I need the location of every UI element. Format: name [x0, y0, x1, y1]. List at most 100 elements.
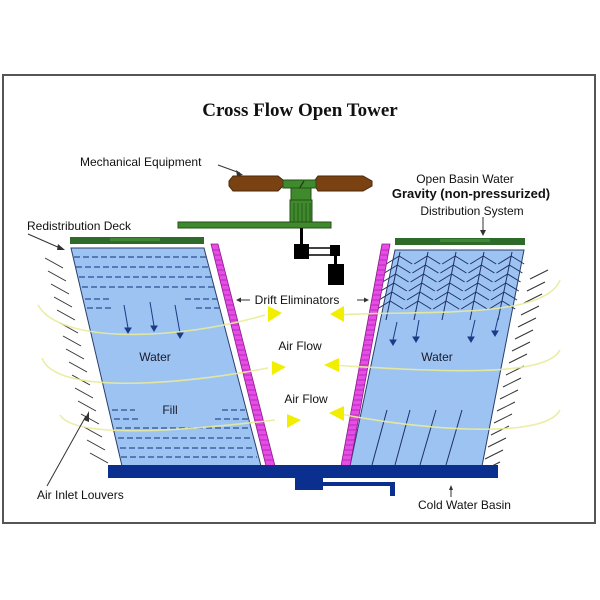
chevron-stroke: [510, 255, 525, 265]
chevron-stroke: [492, 282, 507, 292]
chevron-stroke: [477, 282, 492, 292]
louver-slat: [526, 281, 546, 292]
louver-slat: [74, 387, 94, 399]
chevron-stroke: [389, 300, 404, 310]
chevron-stroke: [436, 282, 451, 292]
louver-slat: [86, 439, 106, 451]
redistribution-deck-pointer: [27, 233, 61, 249]
chevron-stroke: [460, 300, 475, 310]
louver-slat: [47, 270, 67, 282]
outlet-pipe: [323, 482, 394, 486]
support-beam: [177, 221, 332, 229]
water-drop-arrows-right: [389, 317, 499, 346]
chevron-stroke: [494, 273, 508, 283]
chevron-fill-pattern: [376, 251, 525, 321]
chevron-stroke: [449, 282, 464, 292]
louver-slat: [520, 305, 540, 316]
chevron-stroke: [406, 291, 421, 301]
coupling-box-left: [294, 244, 309, 259]
louver-slat: [508, 353, 528, 364]
chevron-stroke: [464, 282, 479, 292]
cold-water-basin-label: Cold Water Basin: [418, 498, 511, 512]
fan-blade-right: [314, 175, 373, 192]
louver-slat: [65, 348, 85, 360]
chevron-stroke: [385, 255, 400, 265]
drift-eliminator-left-ridges: [212, 249, 274, 461]
deck-highlight-left: [110, 238, 160, 241]
airflow-arrow-right-3: [287, 414, 301, 428]
gravity-label: Gravity (non-pressurized): [392, 186, 550, 201]
louver-slat: [514, 329, 534, 340]
chevron-stroke: [507, 273, 521, 283]
chevron-stroke: [413, 255, 428, 265]
water-label-right: Water: [421, 350, 453, 364]
distribution-system-pointer-head: [480, 230, 486, 236]
airflow-stream-right-1: [334, 279, 561, 316]
fan-blade-left: [228, 175, 284, 192]
motor-fins: [293, 203, 311, 222]
chevron-stroke: [441, 255, 456, 265]
airflow-stream-left-3: [59, 414, 276, 432]
airflow-arrow-left-3: [329, 406, 344, 421]
fill-lines-right-bottom: [371, 409, 463, 466]
chevron-stroke: [426, 255, 441, 265]
chevron-stroke: [468, 264, 482, 274]
chevron-spine: [385, 251, 401, 321]
chevron-stroke: [380, 282, 395, 292]
open-basin-water-label: Open Basin Water: [416, 172, 514, 186]
chevron-stroke: [419, 291, 434, 301]
airflow-arrow-left-1: [330, 306, 344, 322]
mechanical-equipment: [177, 175, 373, 285]
airflow-arrow-right-2: [272, 361, 286, 375]
chevron-stroke: [490, 291, 505, 301]
chevron-stroke: [376, 300, 391, 310]
chevron-stroke: [440, 264, 454, 274]
chevron-stroke: [469, 255, 484, 265]
chevron-stroke: [488, 300, 503, 310]
louver-slat: [496, 401, 516, 412]
air-inlet-louvers-pointer: [46, 415, 87, 487]
louver-slat: [502, 377, 522, 388]
chevron-stroke: [497, 255, 512, 265]
chevron-stroke: [432, 300, 447, 310]
chevron-stroke: [408, 282, 423, 292]
fill-label-left: Fill: [162, 403, 177, 417]
chevron-stroke: [423, 273, 437, 283]
chevron-stroke: [391, 291, 406, 301]
redistribution-deck-label: Redistribution Deck: [27, 219, 132, 233]
chevron-stroke: [421, 282, 436, 292]
air-inlet-louvers-left: [44, 257, 109, 464]
chevron-stroke: [404, 300, 419, 310]
louver-slat: [89, 452, 109, 464]
louver-slat: [529, 269, 549, 280]
chevron-stroke: [382, 273, 396, 283]
chevron-stroke: [447, 291, 462, 301]
chevron-stroke: [462, 291, 477, 301]
outlet-pipe-down: [390, 482, 395, 496]
chevron-stroke: [393, 282, 408, 292]
vertical-shaft: [300, 228, 303, 245]
louver-slat: [53, 296, 73, 308]
airflow-arrow-left-2: [324, 358, 339, 372]
chevron-stroke: [412, 264, 426, 274]
drift-eliminator-right-ridges: [342, 249, 389, 461]
cold-water-basin: [108, 465, 498, 496]
chevron-stroke: [417, 300, 432, 310]
airflow-arrow-right-1: [268, 306, 282, 322]
airflow-stream-left-2: [41, 357, 269, 385]
air-flow-streams: [37, 279, 561, 432]
mechanical-equipment-pointer-head: [236, 170, 243, 176]
louver-slat: [484, 449, 504, 460]
louver-slat: [490, 425, 510, 436]
air-inlet-louvers-label: Air Inlet Louvers: [37, 488, 124, 502]
water-drop-arrows-left: [123, 301, 184, 339]
chevron-spine: [413, 251, 429, 321]
gearbox: [290, 187, 312, 201]
louver-slat: [523, 293, 543, 304]
drift-eliminators-pointer-left-head: [236, 297, 241, 303]
coupling-box-right: [330, 245, 340, 256]
motor-stem: [334, 256, 337, 264]
basin-sump: [295, 478, 323, 490]
louver-slat: [493, 413, 513, 424]
